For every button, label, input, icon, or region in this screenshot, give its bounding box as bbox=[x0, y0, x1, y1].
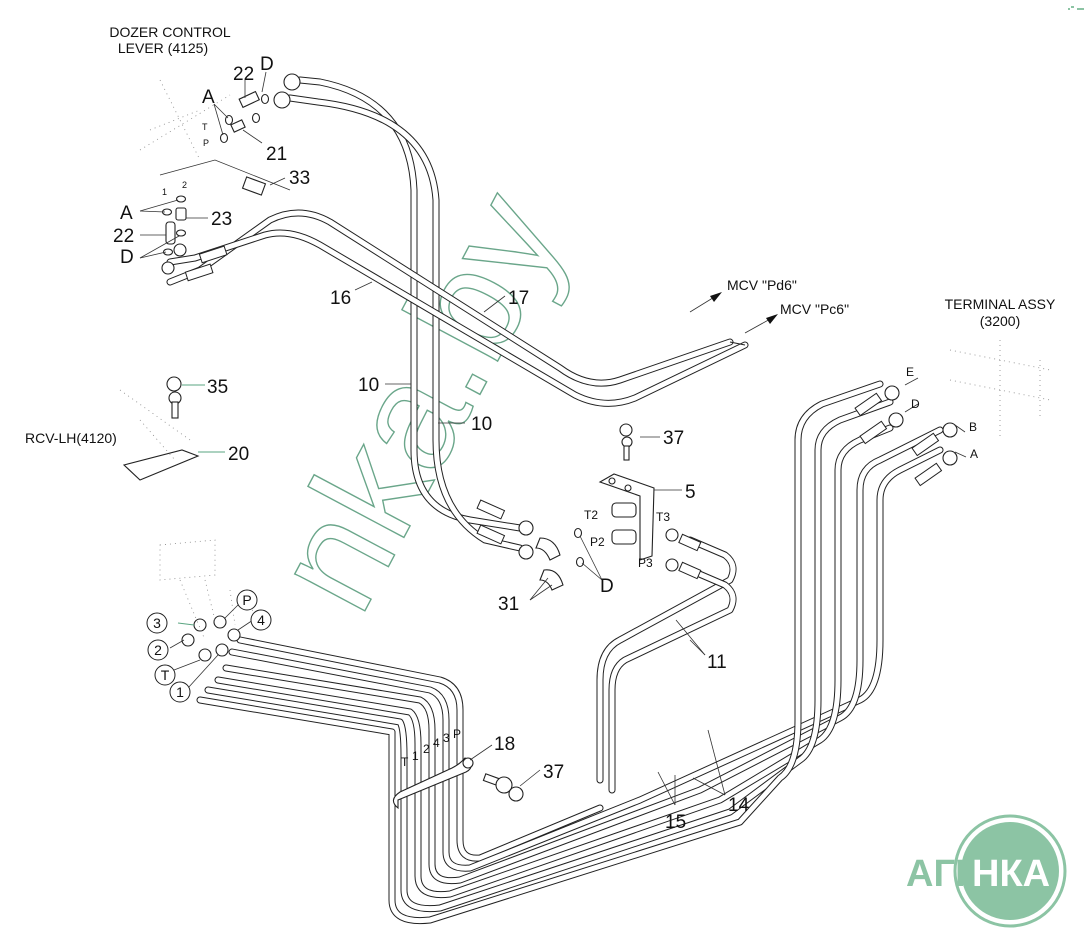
dozer-control-lever-label-line1: DOZER CONTROL bbox=[109, 24, 231, 40]
circled-port-p: P bbox=[236, 589, 258, 611]
circled-port-1: 1 bbox=[169, 681, 191, 703]
callout-5: 5 bbox=[685, 482, 696, 503]
svg-text:3: 3 bbox=[153, 615, 161, 631]
bundle-label-3: 3 bbox=[443, 731, 450, 745]
logo-ring bbox=[953, 814, 1067, 928]
callout-d-bottom: D bbox=[600, 576, 614, 597]
callout-16: 16 bbox=[330, 288, 351, 309]
bracket-5 bbox=[535, 423, 655, 591]
callout-a-top: A bbox=[202, 87, 215, 108]
callout-18: 18 bbox=[494, 734, 515, 755]
bundle-label-t: T bbox=[401, 755, 409, 769]
hose-fittings bbox=[184, 245, 943, 580]
port-label-t3: T3 bbox=[656, 510, 670, 524]
terminal-assy-ghost bbox=[949, 340, 1051, 440]
clamp-18 bbox=[392, 757, 524, 810]
terminal-port-b: B bbox=[969, 420, 977, 434]
port-label-p-lever: P bbox=[203, 138, 209, 148]
port-label-1-lever: 1 bbox=[162, 187, 167, 197]
rcv-lh-label: RCV-LH(4120) bbox=[25, 430, 117, 446]
terminal-port-e: E bbox=[906, 365, 914, 379]
leader-lines bbox=[139, 71, 967, 806]
corner-mark bbox=[1068, 6, 1084, 10]
port-label-p2: P2 bbox=[590, 535, 605, 549]
pipe-10 bbox=[286, 76, 524, 552]
svg-text:P: P bbox=[242, 592, 251, 608]
rcv-ports-ghost bbox=[159, 539, 256, 641]
callout-33: 33 bbox=[289, 168, 310, 189]
logo-left-text: АГРО bbox=[906, 853, 1009, 895]
callout-20: 20 bbox=[228, 444, 249, 465]
callout-10-right: 10 bbox=[471, 414, 492, 435]
dozer-lever-fittings bbox=[139, 79, 291, 256]
nut-fittings bbox=[161, 73, 958, 662]
port-label-2-lever: 2 bbox=[182, 180, 187, 190]
terminal-port-d: D bbox=[911, 397, 920, 411]
svg-text:1: 1 bbox=[176, 684, 184, 700]
bundle-label-2: 2 bbox=[423, 742, 430, 756]
callout-37-top: 37 bbox=[663, 428, 684, 449]
arrow-pc6-icon bbox=[766, 314, 778, 324]
bundle-label-4: 4 bbox=[433, 736, 440, 750]
callout-11: 11 bbox=[707, 652, 727, 673]
port-label-t-lever: T bbox=[202, 122, 208, 132]
mcv-pd6-label: MCV "Pd6" bbox=[727, 277, 797, 293]
bundle-label-p: P bbox=[453, 727, 461, 741]
port-label-p3: P3 bbox=[638, 556, 653, 570]
bundle-label-1: 1 bbox=[412, 749, 419, 763]
svg-text:T: T bbox=[161, 667, 170, 683]
callout-10-left: 10 bbox=[358, 375, 379, 396]
callout-31: 31 bbox=[498, 594, 519, 615]
svg-text:4: 4 bbox=[257, 612, 265, 628]
callout-22-mid: 22 bbox=[113, 226, 134, 247]
callout-21: 21 bbox=[266, 144, 287, 165]
agronka-logo: АГРО НКА bbox=[906, 814, 1067, 928]
callout-15: 15 bbox=[665, 812, 686, 833]
circled-port-t: T bbox=[154, 664, 176, 686]
pipe-16-17 bbox=[166, 209, 749, 407]
logo-disc bbox=[961, 822, 1059, 920]
callout-a-mid: A bbox=[120, 203, 133, 224]
callout-37-bottom: 37 bbox=[543, 762, 564, 783]
port-label-t2: T2 bbox=[584, 508, 598, 522]
logo-right-text: НКА bbox=[972, 853, 1050, 895]
pipe-11 bbox=[596, 536, 737, 794]
callout-22-top: 22 bbox=[233, 64, 254, 85]
callout-35: 35 bbox=[207, 377, 228, 398]
callout-d-top: D bbox=[260, 54, 274, 75]
dozer-control-lever-label-line2: LEVER (4125) bbox=[118, 40, 208, 56]
svg-text:2: 2 bbox=[154, 642, 162, 658]
arrow-pd6-icon bbox=[710, 292, 722, 302]
terminal-assy-label-line2: (3200) bbox=[980, 313, 1020, 329]
callout-d-mid: D bbox=[120, 247, 134, 268]
terminal-assy-label-line1: TERMINAL ASSY bbox=[945, 296, 1056, 312]
callout-14: 14 bbox=[728, 795, 750, 816]
circled-port-2: 2 bbox=[147, 639, 169, 661]
mcv-arrows bbox=[689, 292, 778, 334]
circled-port-4: 4 bbox=[250, 609, 272, 631]
callout-17: 17 bbox=[508, 288, 529, 309]
rcv-plate bbox=[119, 376, 200, 481]
terminal-port-a: A bbox=[970, 447, 978, 461]
callout-23: 23 bbox=[211, 209, 232, 230]
mcv-pc6-label: MCV "Pc6" bbox=[780, 301, 849, 317]
circled-port-3: 3 bbox=[146, 612, 168, 634]
pipe-bundle-rcv bbox=[196, 380, 944, 925]
